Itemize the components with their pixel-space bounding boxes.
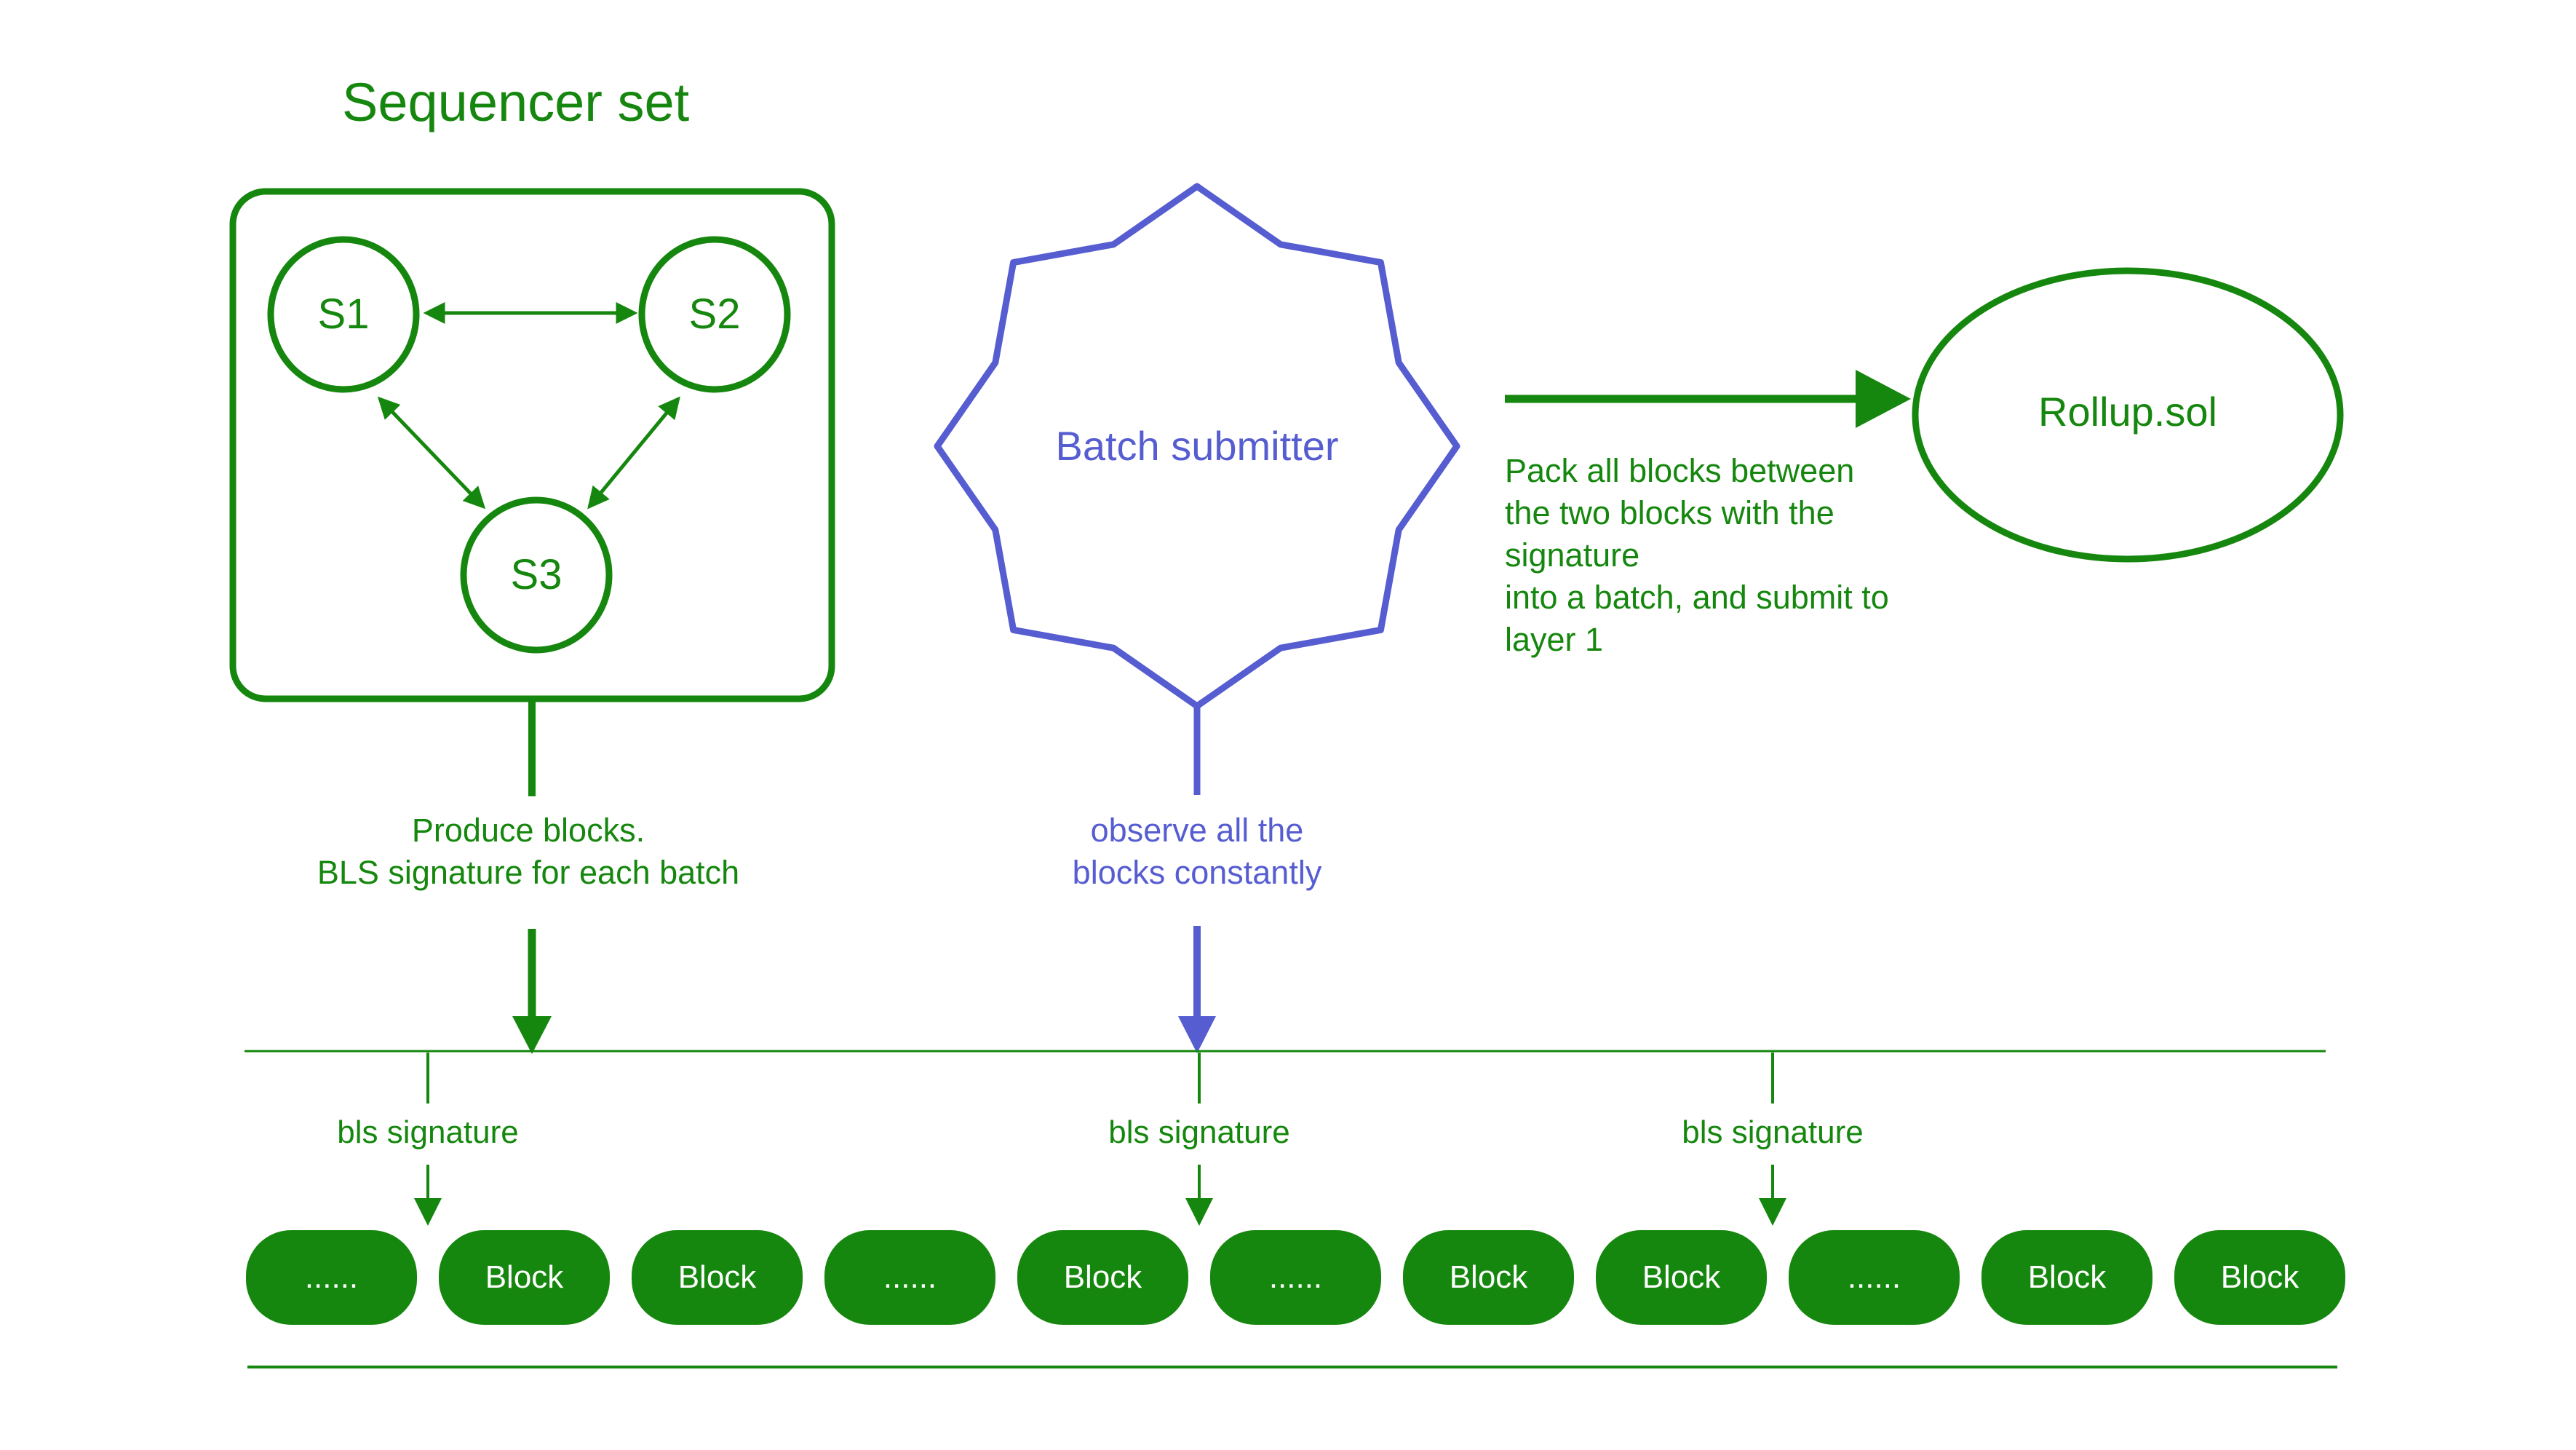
timeline-block-11: Block: [2174, 1230, 2345, 1325]
rollup-label: Rollup.sol: [2038, 389, 2217, 435]
batch-submitter-label: Batch submitter: [1055, 423, 1339, 469]
node-s1-circle: [267, 236, 420, 393]
node-s3-circle: [460, 496, 613, 654]
timeline-block-3: Block: [632, 1230, 803, 1325]
rollup-ellipse: [1912, 267, 2344, 563]
edge-s2-s3-arrow: [587, 396, 680, 510]
node-s2-label: S2: [688, 290, 741, 338]
timeline-block-2: Block: [439, 1230, 610, 1325]
timeline-block-8: Block: [1596, 1230, 1767, 1325]
timeline-block-10: Block: [1981, 1230, 2152, 1325]
observer-arrowhead: [1178, 1016, 1216, 1053]
timeline-block-9: ......: [1789, 1230, 1960, 1325]
edge-s1-s3-arrow: [377, 396, 486, 510]
node-s1-label: S1: [317, 290, 370, 338]
bls-signature-label-3: bls signature: [1682, 1114, 1864, 1150]
pack-note: Pack all blocks between the two blocks w…: [1505, 452, 1889, 658]
timeline-block-5: Block: [1017, 1230, 1188, 1325]
timeline-block-6: ......: [1210, 1230, 1381, 1325]
bls-signature-label-1: bls signature: [337, 1114, 519, 1150]
timeline-block-4: ......: [824, 1230, 995, 1325]
submit-arrowhead: [1856, 370, 1911, 428]
sequencer-set-title: Sequencer set: [342, 72, 690, 132]
timeline-block-1: ......: [246, 1230, 417, 1325]
timeline-block-7: Block: [1403, 1230, 1574, 1325]
bls-signature-label-2: bls signature: [1108, 1114, 1290, 1150]
produce-note: Produce blocks. BLS signature for each b…: [317, 812, 740, 891]
bls-arrowhead-3: [1759, 1198, 1786, 1226]
bls-arrowhead-2: [1185, 1198, 1213, 1226]
sequencer-set-box: [229, 188, 835, 702]
observe-note: observe all the blocks constantly: [1072, 812, 1322, 891]
node-s2-circle: [638, 236, 791, 393]
producer-arrowhead: [512, 1016, 552, 1054]
bls-arrowhead-1: [414, 1198, 442, 1226]
node-s3-label: S3: [510, 550, 562, 598]
